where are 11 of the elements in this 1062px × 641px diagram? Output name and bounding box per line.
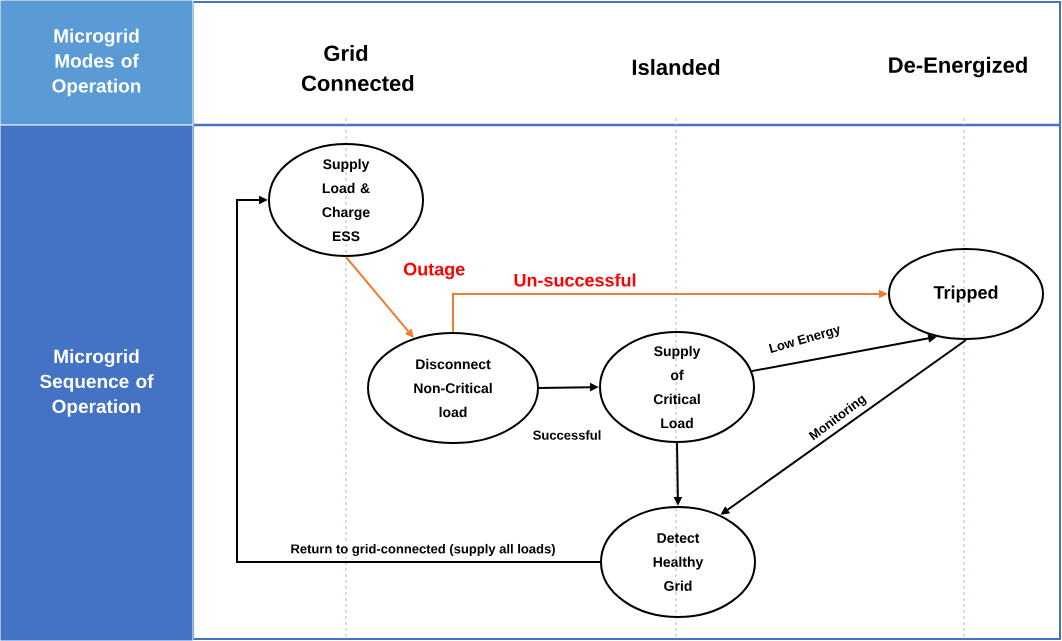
header-band: Microgrid Modes of Operation (0, 0, 194, 126)
edge-label: Outage (402, 261, 467, 281)
column-header: Islanded (632, 58, 720, 76)
column-header: De-Energized (889, 56, 1027, 78)
edge-label: Low Energy (766, 323, 844, 357)
header-band: Microgrid Sequence of Operation (0, 124, 194, 641)
column-header: Grid Connected (301, 44, 414, 92)
arrow (236, 195, 601, 563)
arrow (345, 256, 414, 338)
edge-label: Un-successful (512, 272, 638, 288)
edge-label: Return to grid-connected (supply all loads) (289, 542, 557, 558)
